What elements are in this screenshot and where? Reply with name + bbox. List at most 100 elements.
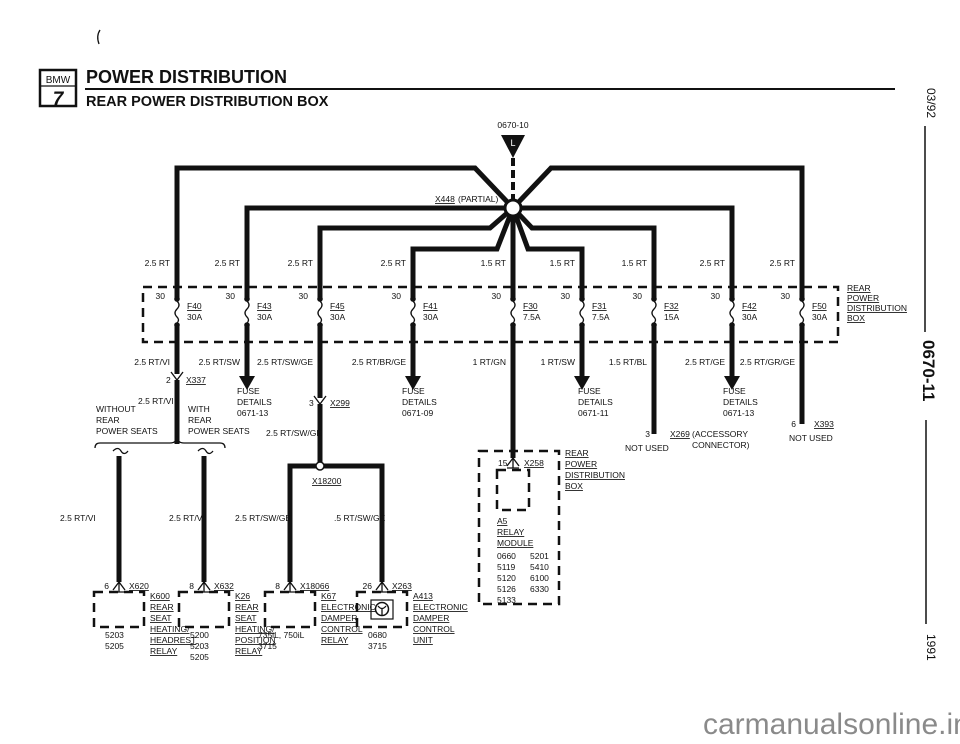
seat-option-text: WITH <box>188 404 210 414</box>
page-subtitle: REAR POWER DISTRIBUTION BOX <box>86 94 329 110</box>
fuse-icon <box>651 300 657 324</box>
fuse-details-text: FUSE <box>402 386 425 396</box>
x258-pin: 15 <box>498 458 508 468</box>
fuse-details-text: DETAILS <box>723 397 758 407</box>
connector-pin: 26 <box>363 581 373 591</box>
fuse-details-text: FUSE <box>237 386 260 396</box>
relay-ref: 6330 <box>530 584 549 594</box>
relay-module-outline <box>477 449 561 606</box>
fuse-id: F50 <box>812 301 827 311</box>
x393-pin: 6 <box>791 419 796 429</box>
relay-ref: 5133 <box>497 595 516 605</box>
component-ref: 5203 <box>190 641 209 651</box>
fuse-rating: 30A <box>423 312 438 322</box>
wire-label: 2.5 RT/VI <box>60 513 96 523</box>
fuse-id: F32 <box>664 301 679 311</box>
fuse-details-text: DETAILS <box>402 397 437 407</box>
fuse-icon <box>729 300 735 324</box>
relay-box-label: DISTRIBUTION <box>565 470 625 480</box>
wire-in-label: 2.5 RT <box>381 258 406 268</box>
fuse-id: F40 <box>187 301 202 311</box>
fuse-terminal <box>729 296 735 302</box>
component-name: CONTROL <box>321 624 363 634</box>
x18200-label: X18200 <box>312 476 342 486</box>
relay-box-label: BOX <box>565 481 583 491</box>
wire-out-label: 2.5 RT/GE <box>685 357 725 367</box>
connector-id: X263 <box>392 581 412 591</box>
bmw-logo-text: BMW <box>46 75 71 86</box>
component-name: HEATING/ <box>150 624 190 634</box>
fuse-icon <box>244 300 250 324</box>
component-ref: 5205 <box>105 641 124 651</box>
connector-pin: 6 <box>104 581 109 591</box>
seat-option-with: WITH REAR POWER SEATS <box>188 404 250 436</box>
fuse-pin: 30 <box>492 291 502 301</box>
fuse-pin: 30 <box>711 291 721 301</box>
component-outline <box>355 590 409 629</box>
connector-icon <box>375 580 389 593</box>
seat-option-text: REAR <box>188 415 212 425</box>
ground-reference: 0670-10 L <box>497 120 529 205</box>
splice-label: X448 <box>435 194 455 204</box>
component-ref: 3715 <box>258 641 277 651</box>
x269-label: X269 <box>670 429 690 439</box>
component-name: HEADREST <box>150 635 196 645</box>
x299-pin: 3 <box>309 398 314 408</box>
fuse-id: F42 <box>742 301 757 311</box>
wire-out-label: 2.5 RT/BR/GE <box>352 357 406 367</box>
x269-note: CONNECTOR) <box>692 440 750 450</box>
right-margin: 03/92 0670-11 1991 <box>919 88 938 661</box>
option-brace <box>94 435 226 449</box>
component-name: A413 <box>413 591 433 601</box>
relay-ref: 5120 <box>497 573 516 583</box>
fuse-rating: 7.5A <box>523 312 541 322</box>
ground-triangle-icon <box>501 135 525 158</box>
wire-out-label: 2.5 RT/SW/GE <box>257 357 313 367</box>
fuse-id: F30 <box>523 301 538 311</box>
fuse-icon <box>410 300 416 324</box>
component-ref: 5200 <box>190 630 209 640</box>
seat-option-text: WITHOUT <box>96 404 136 414</box>
wire-label: .5 RT/SW/GE <box>334 513 386 523</box>
damper-unit-icon <box>370 599 394 620</box>
fuse-rating: 15A <box>664 312 679 322</box>
fuse-rating: 7.5A <box>592 312 610 322</box>
seat-option-text: POWER SEATS <box>96 426 158 436</box>
series-logo-number: 7 <box>53 89 65 110</box>
component-name: K26 <box>235 591 250 601</box>
wire-out-label: 1.5 RT/BL <box>609 357 647 367</box>
arrow-down-icon <box>239 376 255 390</box>
relay-module-name: MODULE <box>497 538 534 548</box>
relay-socket-outline <box>495 468 531 512</box>
fuse-pin: 30 <box>392 291 402 301</box>
fuse-terminal <box>799 296 805 302</box>
fuse-details-text: FUSE <box>578 386 601 396</box>
fuse-box-label: REAR POWER DISTRIBUTION BOX <box>847 283 907 323</box>
component-name: SEAT <box>235 613 257 623</box>
fuse-rating: 30A <box>330 312 345 322</box>
wire-out-label: 1 RT/SW <box>541 357 575 367</box>
fuse-pin: 30 <box>633 291 643 301</box>
x269-pin: 3 <box>645 429 650 439</box>
component-name: CONTROL <box>413 624 455 634</box>
fuse-details-group: FUSEDETAILS0671-13FUSEDETAILS0671-09FUSE… <box>237 386 758 418</box>
wire-out-label: 2.5 RT/GR/GE <box>740 357 795 367</box>
component-name: REAR <box>150 602 174 612</box>
wire-label: 2.5 RT/VI <box>169 513 205 523</box>
arrow-down-icon <box>405 376 421 390</box>
fuse-terminal <box>579 296 585 302</box>
component-name: REAR <box>235 602 259 612</box>
component-name: POSITION <box>235 635 276 645</box>
seat-option-text: REAR <box>96 415 120 425</box>
component-name: K600 <box>150 591 170 601</box>
component-outline <box>92 590 146 629</box>
component-name: SEAT <box>150 613 172 623</box>
seat-option-without: WITHOUT REAR POWER SEATS <box>96 404 158 436</box>
